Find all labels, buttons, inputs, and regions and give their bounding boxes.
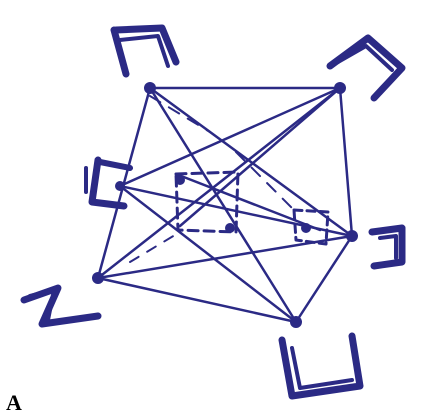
- node-left: [115, 181, 125, 191]
- node-right: [346, 230, 358, 242]
- node-top-left: [144, 82, 156, 94]
- node-bottom: [290, 316, 302, 328]
- node-center-c: [301, 223, 311, 233]
- node-top-right: [334, 82, 346, 94]
- node-bottom-left: [92, 272, 104, 284]
- panel-label: A: [6, 392, 22, 414]
- bracket-bottom-left: [24, 288, 98, 324]
- node-center-b: [225, 223, 235, 233]
- connection-lines: [98, 88, 352, 322]
- bracket-right: [372, 228, 402, 266]
- bracket-top-left: [114, 28, 176, 74]
- bracket-bottom: [282, 336, 360, 396]
- node-center-a: [175, 175, 185, 185]
